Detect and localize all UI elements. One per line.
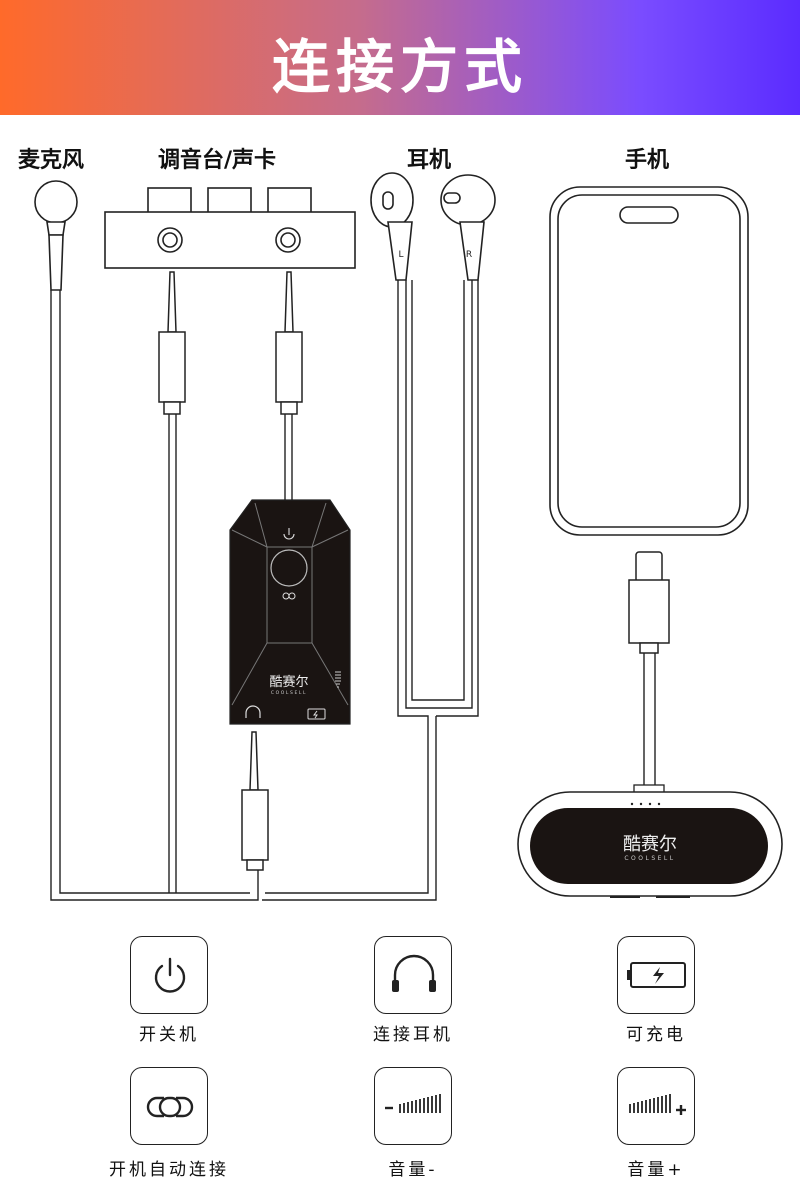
mixer-plugs: [158, 271, 303, 415]
earphone-cable-right: [411, 280, 465, 701]
earbud-right: [440, 174, 496, 281]
connection-diagram: L R 酷赛尔 COOLSELL: [34, 172, 783, 901]
receiver-knob: [270, 549, 308, 587]
feature-label-volume-up: 音量+: [627, 1160, 685, 1180]
phone-screen: [557, 194, 741, 528]
feature-label-power: 开关机: [139, 1025, 199, 1045]
headphone-icon: [374, 936, 452, 1014]
microphone-cable: [50, 290, 259, 901]
earbud-left-mark: L: [398, 250, 403, 260]
feature-label-battery: 可充电: [626, 1025, 686, 1045]
battery-charge-icon: [617, 936, 695, 1014]
page-title: 连接方式: [271, 33, 528, 101]
phone-transmitter: [517, 784, 783, 898]
plug-right: [284, 271, 294, 333]
header-banner: 连接方式: [0, 0, 800, 115]
transmitter-brand: 酷赛尔: [623, 834, 677, 855]
phone-notch: [619, 206, 679, 224]
transmitter-brand-sub: COOLSELL: [624, 855, 675, 862]
power-icon: [130, 936, 208, 1014]
label-mixer: 调音台/声卡: [158, 148, 277, 173]
label-phone: 手机: [625, 148, 670, 173]
receiver-output-plug: [241, 731, 269, 871]
label-microphone: 麦克风: [18, 148, 85, 173]
earbud-right-mark: R: [466, 250, 472, 260]
auto-connect-icon: [130, 1067, 208, 1145]
microphone-handle: [48, 234, 64, 291]
receiver-device: [229, 499, 351, 725]
mixer: [104, 187, 356, 269]
earbud-left: [370, 172, 414, 281]
receiver-brand-sub: COOLSELL: [271, 690, 307, 696]
cables: [50, 280, 656, 901]
receiver-brand: 酷赛尔: [269, 674, 308, 690]
earphones: [370, 172, 496, 281]
plug-left: [167, 271, 177, 333]
volume-down-icon: [374, 1067, 452, 1145]
feature-label-volume-down: 音量-: [388, 1160, 438, 1180]
usb-c-connector: [628, 551, 670, 654]
earphone-cable-left: [265, 280, 429, 894]
label-earphones: 耳机: [407, 148, 452, 173]
microphone: [34, 180, 78, 291]
mixer-body: [104, 211, 356, 269]
microphone-head: [34, 180, 78, 224]
volume-up-icon: [617, 1067, 695, 1145]
feature-label-headphone: 连接耳机: [373, 1025, 453, 1045]
phone: [549, 186, 749, 536]
feature-label-auto-connect: 开机自动连接: [109, 1160, 229, 1180]
